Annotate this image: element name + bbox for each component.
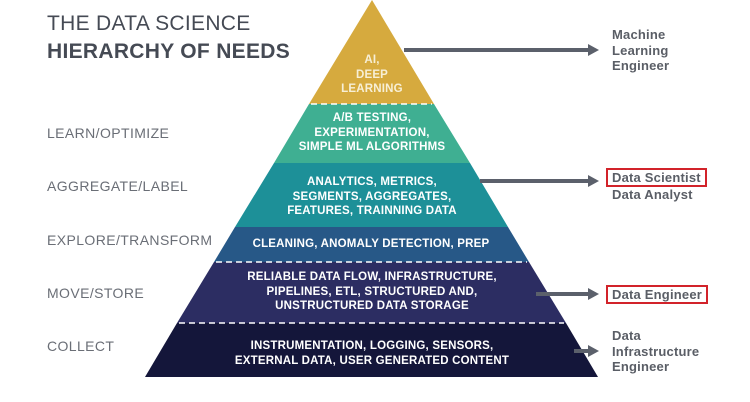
role-data-scientist-analyst: Data Scientist Data Analyst <box>606 168 707 203</box>
stage-label-collect: COLLECT <box>47 338 115 354</box>
layer-text-analytics: ANALYTICS, METRICS, SEGMENTS, AGGREGATES… <box>287 175 457 219</box>
arrow-icon <box>404 44 599 56</box>
highlight-box-data-scientist: Data Scientist <box>606 168 707 187</box>
pyramid-layer-experimentation <box>274 104 470 163</box>
role-line: Data <box>612 328 641 343</box>
layer-line: A/B TESTING, <box>332 112 412 124</box>
role-line: Learning <box>612 42 669 58</box>
layer-line: EXPERIMENTATION, <box>314 126 430 139</box>
pyramid-layer-analytics <box>235 163 508 227</box>
layer-line: DEEP <box>355 68 389 81</box>
layer-text-cleaning: CLEANING, ANOMALY DETECTION, PREP <box>253 237 490 252</box>
layer-line: ANALYTICS, METRICS, <box>307 176 437 188</box>
arrow-icon <box>574 345 599 357</box>
role-data-engineer: Data Engineer <box>606 285 709 304</box>
layer-text-experimentation: A/B TESTING, EXPERIMENTATION, SIMPLE ML … <box>299 111 445 155</box>
layer-line: SEGMENTS, AGGREGATES, <box>292 190 452 203</box>
layer-line: PIPELINES, ETL, STRUCTURED AND, <box>266 285 478 298</box>
layer-line: CLEANING, ANOMALY DETECTION, PREP <box>252 238 490 250</box>
layer-line: EXTERNAL DATA, USER GENERATED CONTENT <box>234 354 510 367</box>
role-line: Data Analyst <box>612 187 693 202</box>
stage-label-explore-transform: EXPLORE/TRANSFORM <box>47 232 213 248</box>
layer-line: INSTRUMENTATION, LOGGING, SENSORS, <box>250 340 494 352</box>
role-line: Engineer <box>612 58 670 73</box>
role-line: Engineer <box>612 359 670 374</box>
layer-line: LEARNING <box>341 83 403 95</box>
highlight-box-data-engineer: Data Engineer <box>606 285 709 304</box>
role-line: Infrastructure <box>612 343 700 359</box>
role-machine-learning-engineer: Machine Learning Engineer <box>612 27 669 74</box>
layer-text-collect: INSTRUMENTATION, LOGGING, SENSORS, EXTER… <box>235 339 509 368</box>
stage-label-learn-optimize: LEARN/OPTIMIZE <box>47 125 170 141</box>
layer-line: RELIABLE DATA FLOW, INFRASTRUCTURE, <box>247 271 497 283</box>
layer-text-data-flow: RELIABLE DATA FLOW, INFRASTRUCTURE, PIPE… <box>247 270 497 314</box>
role-line: Machine <box>612 27 666 42</box>
arrow-icon <box>536 288 599 300</box>
pyramid-layer-collect <box>145 323 598 377</box>
stage-label-move-store: MOVE/STORE <box>47 285 145 301</box>
pyramid-layer-data-flow <box>177 262 566 323</box>
diagram-title-line1: THE DATA SCIENCE <box>47 12 251 35</box>
layer-line: UNSTRUCTURED DATA STORAGE <box>275 300 469 312</box>
layer-line: SIMPLE ML ALGORITHMS <box>298 141 446 153</box>
pyramid-layer-ai <box>309 0 434 104</box>
layer-text-ai: AI, DEEP LEARNING <box>341 53 403 97</box>
role-data-infrastructure-engineer: Data Infrastructure Engineer <box>612 328 699 375</box>
arrow-icon <box>480 175 599 187</box>
stage-label-aggregate-label: AGGREGATE/LABEL <box>47 178 189 194</box>
layer-line: FEATURES, TRAINNING DATA <box>287 205 457 217</box>
diagram-title-line2: HIERARCHY OF NEEDS <box>47 40 291 63</box>
layer-line: AI, <box>364 54 380 66</box>
pyramid-layer-cleaning <box>214 227 529 262</box>
